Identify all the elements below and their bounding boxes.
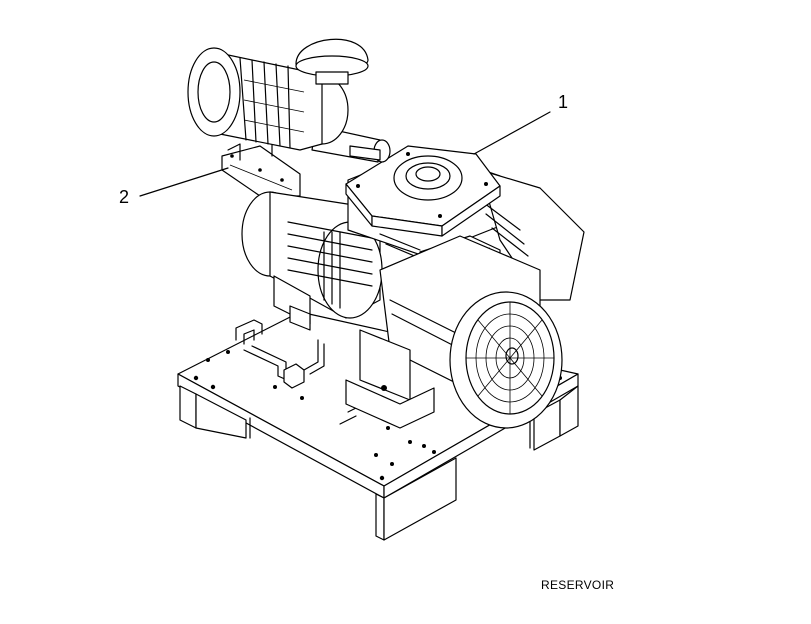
electric-motor [241,191,383,331]
figure-caption: RESERVOIR [541,578,615,592]
fan-motor [345,235,563,429]
callout-number-1: 1 [558,92,569,112]
callout-number-2: 2 [119,187,130,207]
inlet-tube-and-filter [187,38,391,163]
reservoir-piping [235,319,325,389]
leader-line-1 [473,111,551,155]
leader-lines [139,111,551,197]
leader-line-2 [139,167,229,197]
intake-flange [345,145,501,237]
